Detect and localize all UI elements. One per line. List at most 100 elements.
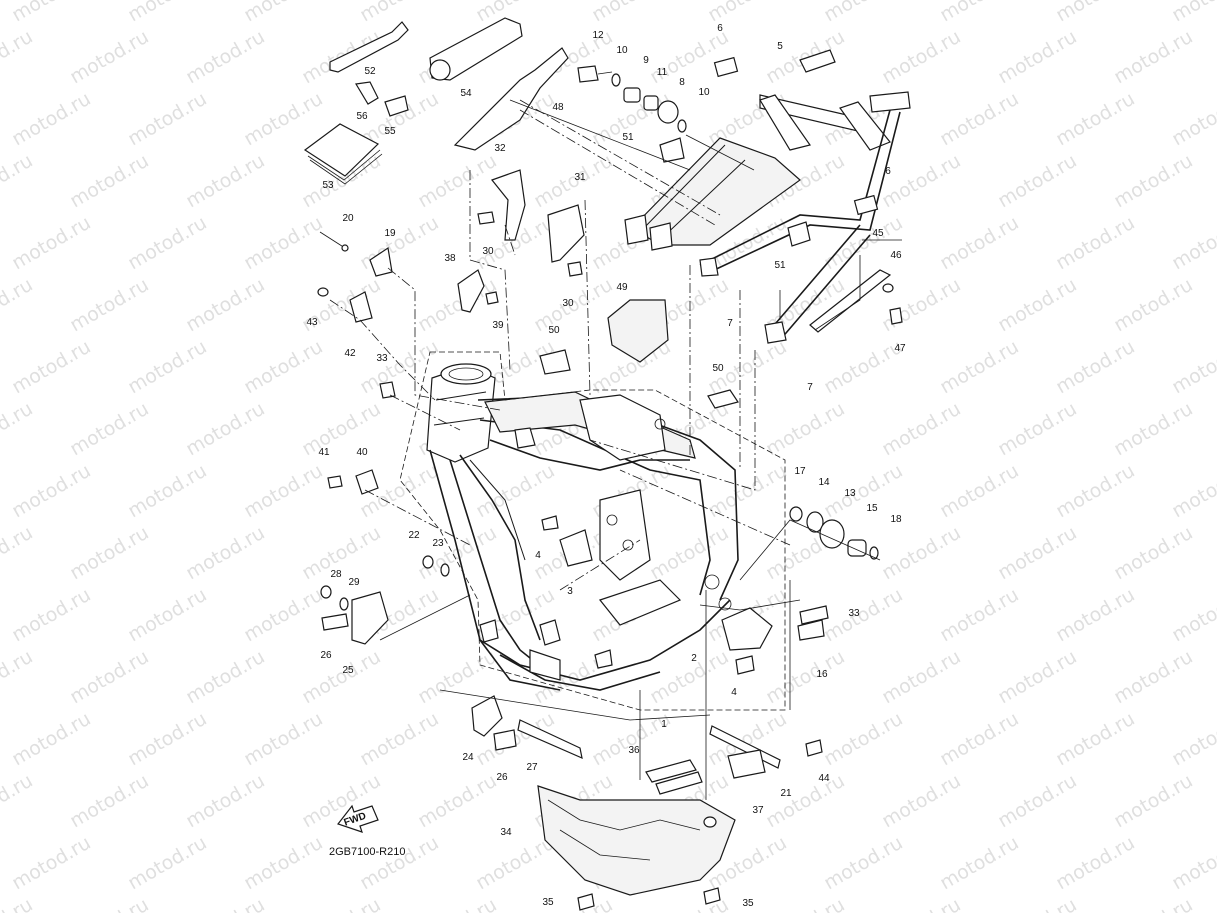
watermark-text: motod.ru	[0, 646, 37, 709]
callout-47: 47	[894, 343, 906, 354]
watermark-text: motod.ru	[0, 150, 37, 213]
callout-39: 39	[492, 320, 504, 331]
callout-54: 54	[460, 88, 472, 99]
watermark-text: motod.ru	[240, 212, 326, 275]
watermark-text: motod.ru	[936, 708, 1022, 771]
tool-handle	[429, 17, 523, 81]
watermark-text: motod.ru	[0, 770, 37, 833]
watermark-text: motod.ru	[0, 26, 37, 89]
watermark-text: motod.ru	[1052, 832, 1138, 895]
watermark-text: motod.ru	[0, 274, 37, 337]
watermark-text: motod.ru	[298, 894, 384, 913]
callout-30b: 30	[562, 298, 574, 309]
watermark-text: motod.ru	[124, 584, 210, 647]
fwd-arrow-icon: FWD	[337, 804, 379, 833]
watermark-text: motod.ru	[182, 26, 268, 89]
watermark-text: motod.ru	[124, 88, 210, 151]
watermark-text: motod.ru	[1168, 212, 1217, 275]
watermark-text: motod.ru	[762, 26, 848, 89]
watermark-text: motod.ru	[936, 460, 1022, 523]
skid-plate	[537, 785, 736, 896]
rear-subframe	[624, 49, 911, 344]
watermark-text: motod.ru	[124, 832, 210, 895]
watermark-text: motod.ru	[124, 212, 210, 275]
watermark-text: motod.ru	[1168, 88, 1217, 151]
watermark-text: motod.ru	[182, 646, 268, 709]
watermark-text: motod.ru	[240, 584, 326, 647]
watermark-text: motod.ru	[182, 894, 268, 913]
main-frame	[426, 363, 739, 691]
callout-18: 18	[890, 514, 902, 525]
watermark-text: motod.ru	[936, 212, 1022, 275]
callout-41: 41	[318, 447, 330, 458]
callout-3: 3	[567, 586, 573, 597]
callout-labels: 1 2 3 4 4 5 6 6 7 7 8 9 10 10 11 12 13 1…	[306, 23, 906, 909]
callout-50a: 50	[548, 325, 560, 336]
callout-30a: 30	[482, 246, 494, 257]
watermark-text: motod.ru	[182, 398, 268, 461]
watermark-text: motod.ru	[240, 708, 326, 771]
watermark-text: motod.ru	[8, 584, 94, 647]
watermark-text: motod.ru	[1110, 274, 1196, 337]
watermark-text: motod.ru	[240, 0, 326, 26]
callout-48: 48	[552, 102, 564, 113]
watermark-text: motod.ru	[994, 522, 1080, 585]
watermark-text: motod.ru	[1052, 336, 1138, 399]
watermark-text: motod.ru	[1168, 460, 1217, 523]
watermark-text: motod.ru	[1168, 708, 1217, 771]
callout-34: 34	[500, 827, 512, 838]
watermark-text: motod.ru	[182, 522, 268, 585]
watermark-text: motod.ru	[1052, 584, 1138, 647]
callout-7a: 7	[727, 318, 733, 329]
owners-manual	[303, 123, 380, 177]
callout-10b: 10	[698, 87, 710, 98]
watermark-text: motod.ru	[66, 398, 152, 461]
watermark-text: motod.ru	[240, 336, 326, 399]
watermark-text: motod.ru	[66, 274, 152, 337]
callout-20: 20	[342, 213, 354, 224]
watermark-text: motod.ru	[1168, 0, 1217, 26]
watermark-text: motod.ru	[994, 398, 1080, 461]
watermark-text: motod.ru	[8, 832, 94, 895]
watermark-text: motod.ru	[936, 88, 1022, 151]
callout-52: 52	[364, 66, 376, 77]
watermark-text: motod.ru	[356, 0, 442, 26]
watermark-text: motod.ru	[66, 522, 152, 585]
watermark-text: motod.ru	[182, 274, 268, 337]
callout-10a: 10	[616, 45, 628, 56]
callout-14: 14	[818, 477, 830, 488]
watermark-text: motod.ru	[878, 26, 964, 89]
callout-11: 11	[657, 67, 668, 78]
callout-4a: 4	[535, 550, 541, 561]
watermark-text: motod.ru	[994, 150, 1080, 213]
watermark-text: motod.ru	[0, 894, 37, 913]
watermark-text: motod.ru	[936, 584, 1022, 647]
watermark-text: motod.ru	[8, 0, 94, 26]
callout-42: 42	[344, 348, 356, 359]
callout-33a: 33	[376, 353, 388, 364]
callout-45: 45	[872, 228, 884, 239]
watermark-text: motod.ru	[414, 274, 500, 337]
watermark-text: motod.ru	[878, 894, 964, 913]
callout-5: 5	[777, 41, 783, 52]
watermark-text: motod.ru	[994, 26, 1080, 89]
callout-37: 37	[752, 805, 764, 816]
watermark-text: motod.ru	[298, 398, 384, 461]
watermark-text: motod.ru	[356, 708, 442, 771]
watermark-text: motod.ru	[588, 0, 674, 26]
callout-26b: 26	[496, 772, 508, 783]
callout-12: 12	[592, 30, 604, 41]
callout-56: 56	[356, 111, 368, 122]
watermark-text: motod.ru	[936, 0, 1022, 26]
watermark-text: motod.ru	[994, 274, 1080, 337]
callout-44: 44	[818, 773, 830, 784]
chain-guide	[453, 47, 569, 151]
watermark-text: motod.ru	[8, 336, 94, 399]
watermark-text: motod.ru	[66, 646, 152, 709]
watermark-text: motod.ru	[878, 522, 964, 585]
watermark-text: motod.ru	[820, 460, 906, 523]
watermark-text: motod.ru	[356, 212, 442, 275]
watermark-text: motod.ru	[878, 770, 964, 833]
